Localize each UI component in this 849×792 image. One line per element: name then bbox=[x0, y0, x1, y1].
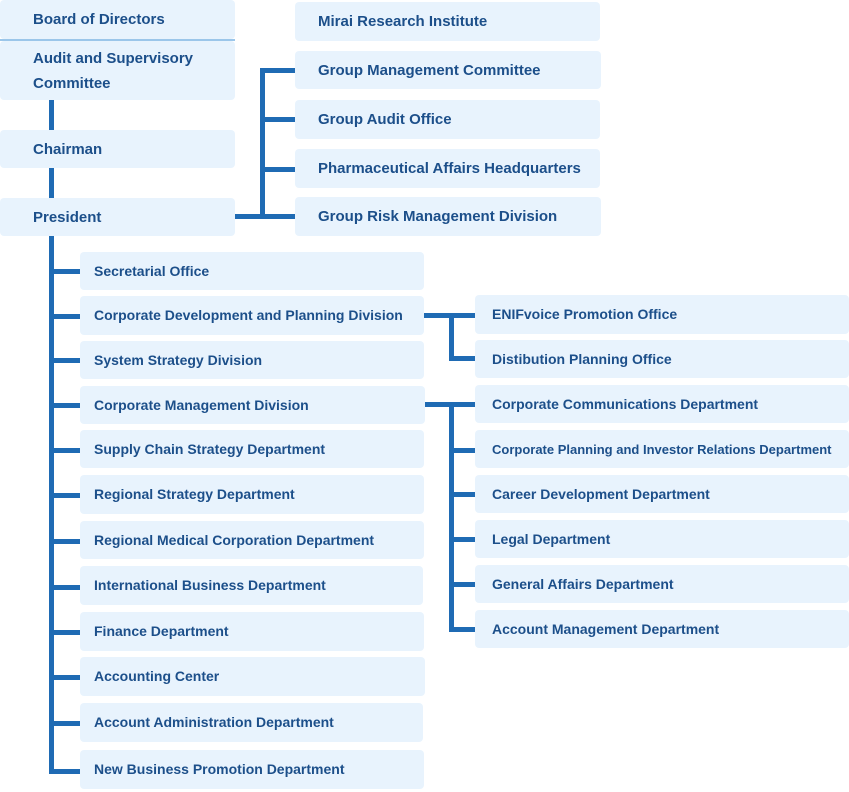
division-box: International Business Department bbox=[80, 566, 423, 605]
division-label: System Strategy Division bbox=[94, 351, 263, 368]
connector-division-branch bbox=[49, 630, 80, 635]
board-of-directors-box: Board of Directors bbox=[0, 0, 235, 39]
connector-audit-chairman bbox=[49, 100, 54, 130]
division-label: Secretarial Office bbox=[94, 262, 210, 279]
connector-division-branch bbox=[49, 539, 80, 544]
cm-sub-label: Legal Department bbox=[492, 530, 611, 547]
connector-cm-branch bbox=[449, 492, 477, 497]
division-label: Regional Medical Corporation Department bbox=[94, 531, 375, 548]
division-label: Supply Chain Strategy Department bbox=[94, 440, 326, 457]
connector-division-branch bbox=[49, 314, 80, 319]
connector-cm-branch bbox=[449, 627, 477, 632]
connector-division-branch bbox=[49, 269, 80, 274]
president-label: President bbox=[33, 208, 102, 226]
division-label: Account Administration Department bbox=[94, 714, 334, 730]
board-audit-divider bbox=[0, 39, 235, 41]
staff-box: Group Audit Office bbox=[295, 100, 600, 139]
division-box: System Strategy Division bbox=[80, 341, 424, 379]
cm-sub-box: Corporate Planning and Investor Relation… bbox=[475, 430, 849, 468]
staff-label: Group Audit Office bbox=[318, 111, 452, 128]
staff-label: Group Management Committee bbox=[318, 61, 541, 79]
cm-sub-box: General Affairs Department bbox=[475, 565, 849, 603]
division-label: New Business Promotion Department bbox=[94, 761, 345, 777]
connector-division-branch bbox=[49, 675, 80, 680]
chairman-box: Chairman bbox=[0, 130, 235, 168]
division-box: Finance Department bbox=[80, 612, 424, 651]
connector-cm-branch bbox=[449, 582, 477, 587]
connector-division-branch bbox=[49, 585, 80, 590]
cm-sub-box: Legal Department bbox=[475, 520, 849, 558]
division-box: Supply Chain Strategy Department bbox=[80, 430, 424, 468]
audit-committee-label: Audit and Supervisory Committee bbox=[33, 49, 194, 92]
cm-sub-label: Career Development Department bbox=[492, 485, 710, 502]
connector-cdp-trunk bbox=[449, 313, 454, 361]
division-box: New Business Promotion Department bbox=[80, 750, 424, 789]
connector-cdp-branch bbox=[449, 356, 477, 361]
connector-division-branch bbox=[49, 493, 80, 498]
division-label: International Business Department bbox=[94, 577, 326, 593]
connector-cm-branch bbox=[449, 448, 477, 453]
connector-division-branch bbox=[49, 403, 80, 408]
cm-sub-label: Corporate Communications Department bbox=[492, 395, 759, 412]
connector-divisions-trunk bbox=[49, 236, 54, 774]
cm-sub-label: General Affairs Department bbox=[492, 575, 674, 592]
connector-division-branch bbox=[49, 448, 80, 453]
connector-staff-trunk bbox=[260, 68, 265, 219]
cm-sub-box: Career Development Department bbox=[475, 475, 849, 513]
cm-sub-label: Corporate Planning and Investor Relation… bbox=[492, 441, 832, 457]
division-label: Corporate Development and Planning Divis… bbox=[94, 307, 403, 323]
staff-box: Group Management Committee bbox=[295, 51, 601, 89]
connector-cm-trunk bbox=[449, 402, 454, 632]
cm-sub-box: Account Management Department bbox=[475, 610, 849, 648]
division-box: Regional Medical Corporation Department bbox=[80, 521, 424, 559]
connector-staff-branch bbox=[260, 117, 295, 122]
cm-sub-label: Account Management Department bbox=[492, 620, 720, 637]
staff-box: Group Risk Management Division bbox=[295, 197, 601, 236]
division-label: Regional Strategy Department bbox=[94, 486, 295, 502]
cm-sub-box: Corporate Communications Department bbox=[475, 385, 849, 423]
division-label: Finance Department bbox=[94, 623, 229, 639]
cdp-sub-label: ENIFvoice Promotion Office bbox=[492, 306, 678, 322]
cdp-sub-label: Distibution Planning Office bbox=[492, 350, 672, 367]
cdp-sub-box: Distibution Planning Office bbox=[475, 340, 849, 378]
staff-label: Pharmaceutical Affairs Headquarters bbox=[318, 160, 581, 177]
staff-box: Mirai Research Institute bbox=[295, 2, 600, 41]
division-box: Accounting Center bbox=[80, 657, 425, 696]
division-label: Corporate Management Division bbox=[94, 396, 309, 413]
staff-box: Pharmaceutical Affairs Headquarters bbox=[295, 149, 600, 188]
division-box: Secretarial Office bbox=[80, 252, 424, 290]
staff-label: Group Risk Management Division bbox=[318, 208, 558, 225]
connector-chairman-president bbox=[49, 168, 54, 198]
audit-committee-box: Audit and Supervisory Committee bbox=[0, 41, 235, 100]
president-box: President bbox=[0, 198, 235, 236]
cdp-sub-box: ENIFvoice Promotion Office bbox=[475, 295, 849, 334]
connector-division-branch bbox=[49, 769, 80, 774]
division-box: Corporate Development and Planning Divis… bbox=[80, 296, 424, 335]
connector-staff-branch bbox=[260, 167, 295, 172]
connector-division-branch bbox=[49, 721, 80, 726]
division-box: Account Administration Department bbox=[80, 703, 423, 742]
division-box: Regional Strategy Department bbox=[80, 475, 424, 514]
connector-division-branch bbox=[49, 358, 80, 363]
division-box: Corporate Management Division bbox=[80, 386, 425, 424]
connector-cm-branch bbox=[449, 537, 477, 542]
board-of-directors-label: Board of Directors bbox=[33, 11, 165, 28]
connector-president-staff bbox=[235, 214, 265, 219]
staff-label: Mirai Research Institute bbox=[318, 13, 488, 30]
division-label: Accounting Center bbox=[94, 668, 220, 684]
chairman-label: Chairman bbox=[33, 140, 103, 158]
connector-staff-branch bbox=[260, 68, 295, 73]
connector-staff-branch bbox=[260, 214, 295, 219]
